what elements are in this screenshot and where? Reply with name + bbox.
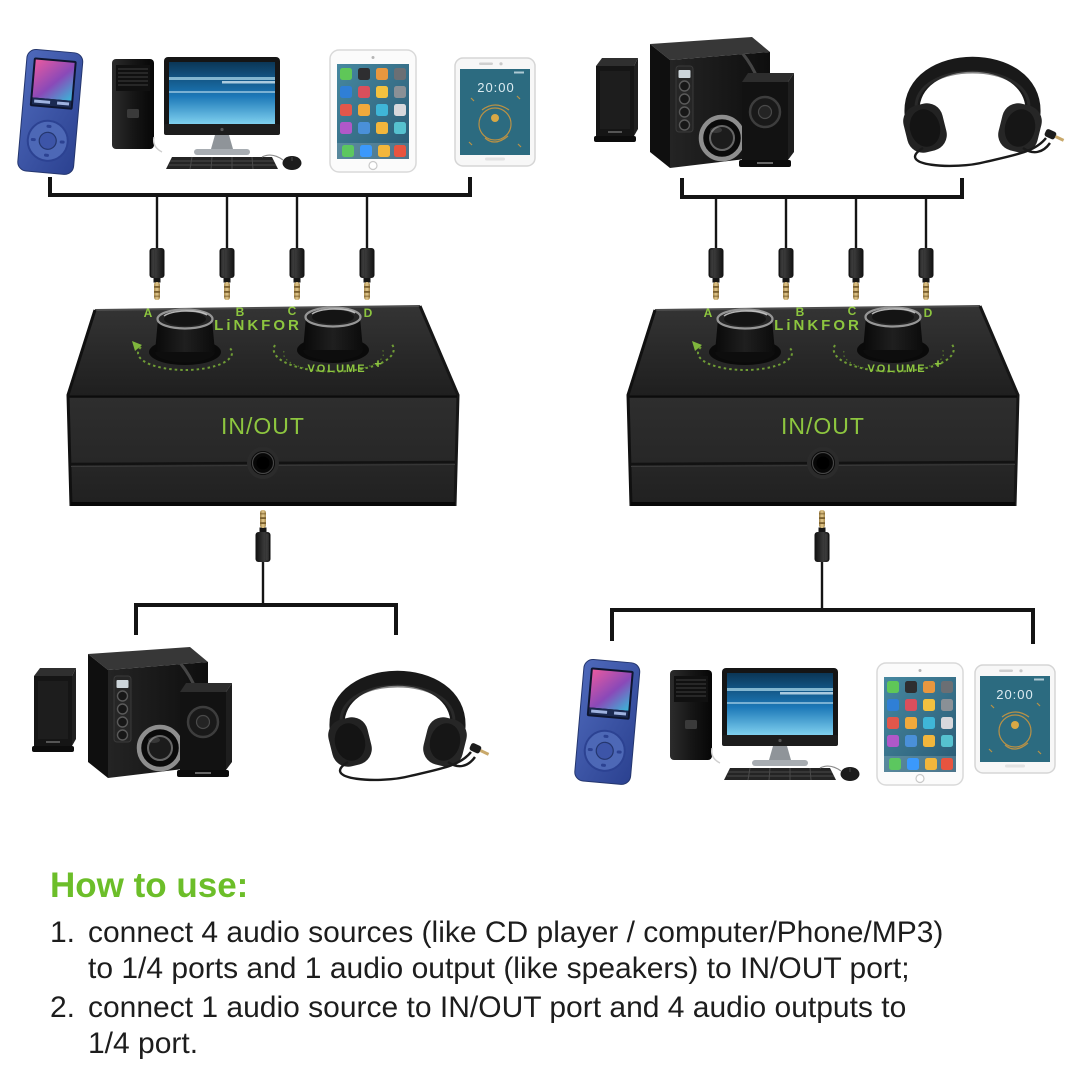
step-text: connect 4 audio sources (like CD player … xyxy=(88,916,944,985)
connection-bracket-bottom-right xyxy=(610,608,1035,644)
step-number: 2. xyxy=(50,991,76,1024)
instruction-step-1: 1. connect 4 audio sources (like CD play… xyxy=(50,915,1055,987)
output-devices-bottom-left xyxy=(32,647,490,780)
smartphone-icon xyxy=(974,664,1056,774)
tablet-icon xyxy=(876,662,964,786)
headphones-icon xyxy=(325,678,490,780)
in-out-label: IN/OUT xyxy=(221,413,305,439)
connection-bracket-top-left xyxy=(48,177,472,197)
brand-logo: LiNKFOR xyxy=(214,317,302,334)
how-to-use-section: How to use: 1. connect 4 audio sources (… xyxy=(50,866,1055,1065)
volume-plus-label: + xyxy=(374,356,382,371)
in-out-label: IN/OUT xyxy=(781,413,865,439)
aux-plug-icon xyxy=(255,510,271,562)
how-to-use-heading: How to use: xyxy=(50,866,249,905)
audio-switcher-right xyxy=(626,304,1020,508)
source-devices-top-left xyxy=(16,47,536,177)
port-label-a: A xyxy=(703,306,713,320)
step-number: 1. xyxy=(50,916,76,949)
port-label-d: D xyxy=(923,306,933,320)
port-label-a: A xyxy=(143,306,153,320)
port-label-b: B xyxy=(795,305,805,319)
speaker-system-icon xyxy=(594,37,794,168)
aux-plug-icon xyxy=(219,248,235,300)
volume-plus-label: + xyxy=(934,356,942,371)
aux-plug-icon xyxy=(918,248,934,300)
speaker-system-icon xyxy=(32,647,232,778)
aux-plug-icon xyxy=(149,248,165,300)
port-label-b: B xyxy=(235,305,245,319)
desktop-computer-icon xyxy=(111,56,303,171)
volume-label: VOLUME xyxy=(867,363,927,375)
output-devices-top-right xyxy=(594,37,1065,168)
smartphone-icon xyxy=(454,57,536,167)
tablet-icon xyxy=(329,49,417,173)
aux-plug-icon xyxy=(708,248,724,300)
aux-plug-icon xyxy=(778,248,794,300)
mp3-player-icon xyxy=(573,657,642,787)
brand-logo: LiNKFOR xyxy=(774,317,862,334)
connection-bracket-bottom-left xyxy=(134,603,398,635)
connection-bracket-top-right xyxy=(680,178,964,199)
audio-switcher-left xyxy=(66,304,460,508)
aux-cables xyxy=(155,195,928,612)
step-text: connect 1 audio source to IN/OUT port an… xyxy=(88,991,907,1060)
mp3-player-icon xyxy=(16,47,85,177)
volume-label: VOLUME xyxy=(307,363,367,375)
source-devices-bottom-right xyxy=(573,657,1056,787)
desktop-computer-icon xyxy=(669,667,861,782)
phone-clock: 20:00 xyxy=(477,80,515,95)
instruction-step-2: 2. connect 1 audio source to IN/OUT port… xyxy=(50,990,1055,1062)
aux-plug-icon xyxy=(814,510,830,562)
aux-plug-icon xyxy=(289,248,305,300)
phone-clock: 20:00 xyxy=(996,687,1034,702)
port-label-c: C xyxy=(287,304,297,318)
connection-lines xyxy=(48,177,1035,644)
aux-plug-icon xyxy=(848,248,864,300)
headphones-icon xyxy=(900,64,1065,166)
port-label-c: C xyxy=(847,304,857,318)
port-label-d: D xyxy=(363,306,373,320)
aux-plug-icon xyxy=(359,248,375,300)
